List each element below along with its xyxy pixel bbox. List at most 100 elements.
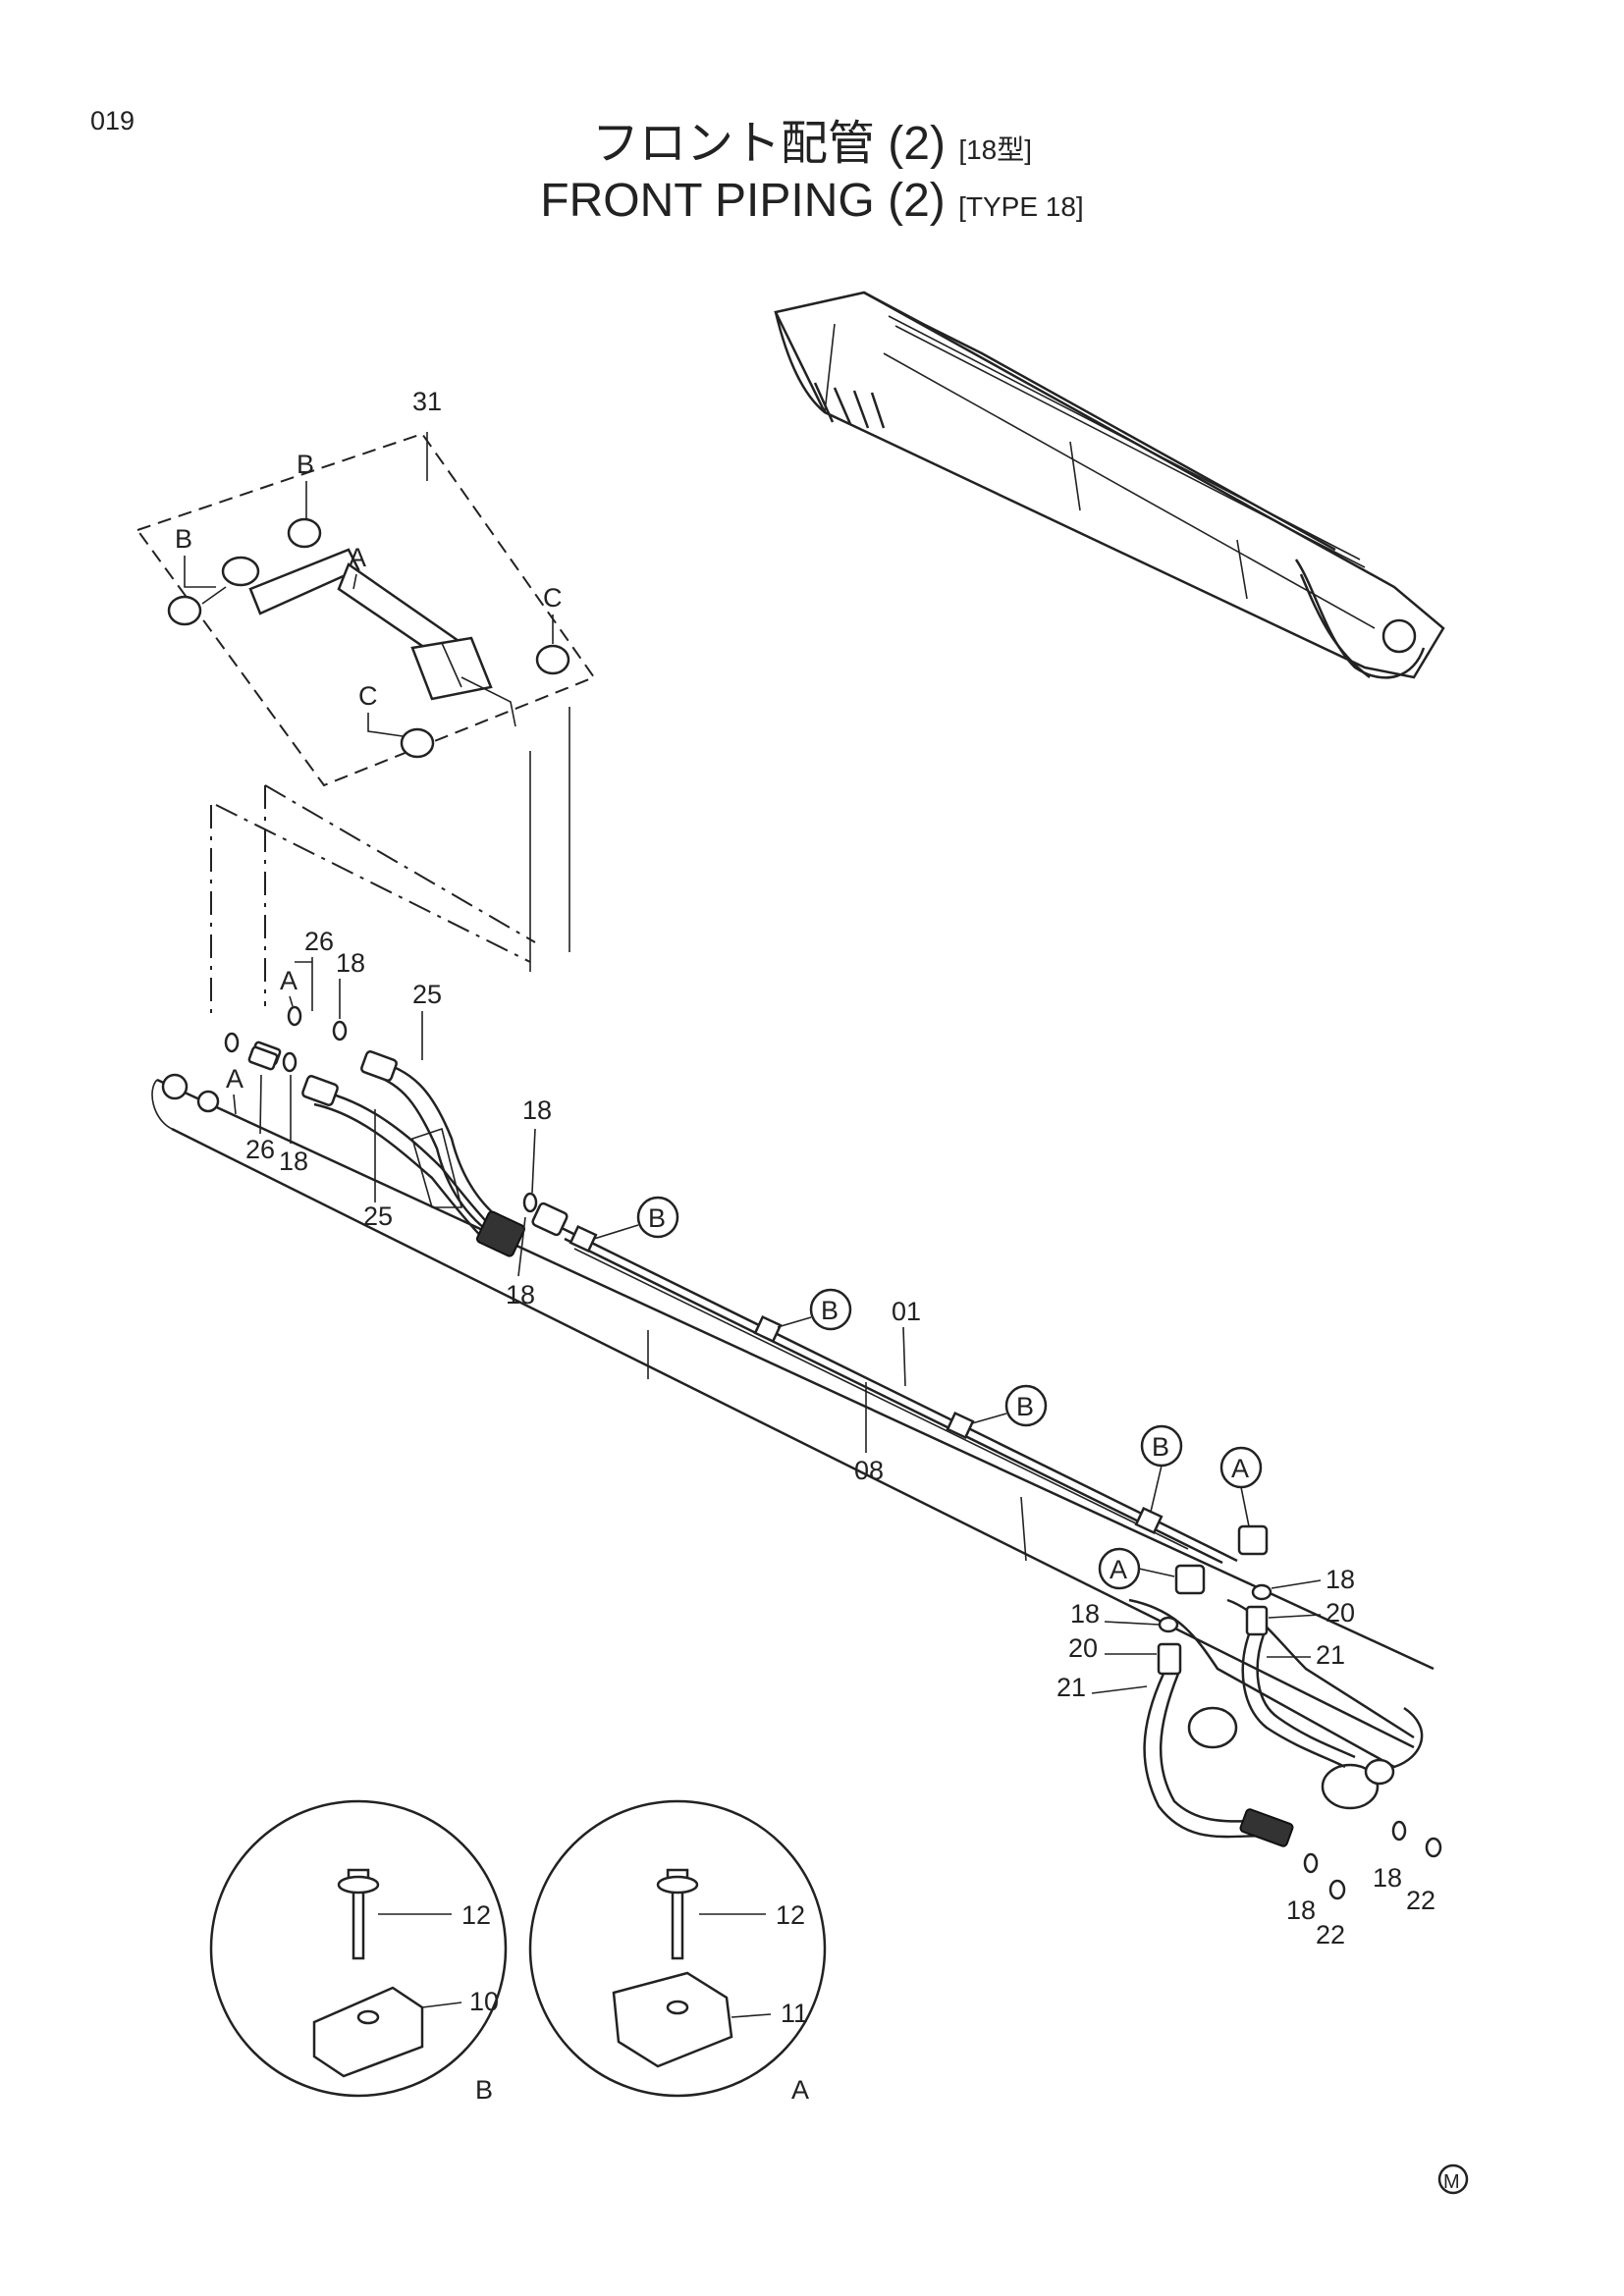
callout-18-mid-bottom: 18 — [506, 1280, 535, 1309]
callout-22-loose-1: 22 — [1316, 1920, 1345, 1949]
callout-18-loose-2: 18 — [1373, 1863, 1402, 1893]
detail-view-b: 12 10 B — [209, 1799, 508, 2105]
pipe-fitting-rear — [531, 1201, 568, 1237]
bracket-pin — [1187, 1706, 1238, 1749]
oring-18-front-r — [1251, 1583, 1272, 1601]
detail-a-callout-11: 11 — [781, 1999, 808, 2028]
callout-26-lower: 26 — [245, 1135, 275, 1164]
cylinder-assembly-box: 31 B B A C C — [135, 387, 596, 1021]
svg-text:B: B — [1152, 1432, 1169, 1462]
circle-marker-a1: A — [1219, 1446, 1263, 1527]
svg-text:M: M — [1443, 2171, 1460, 2193]
ref-letter-c-lower: C — [358, 681, 378, 711]
clamp-a-left — [1174, 1564, 1206, 1595]
arm-rear-pin-2 — [196, 1090, 220, 1113]
title-english: FRONT PIPING (2) [TYPE 18] — [0, 173, 1624, 230]
bolt-washer-a — [656, 1875, 699, 1895]
clamp-10-hole — [356, 2009, 380, 2025]
detail-view-a: 12 11 A — [528, 1799, 827, 2105]
oring-18-lower — [282, 1051, 298, 1073]
title-en-text: FRONT PIPING (2) — [540, 175, 946, 227]
washer-22-loose-1 — [1328, 1879, 1346, 1900]
callout-18-upper: 18 — [336, 948, 365, 978]
detail-b-callout-10: 10 — [469, 1987, 499, 2016]
overview-pin — [1381, 618, 1417, 654]
pipe-clamp-b3 — [946, 1411, 975, 1440]
hose-fitting-lower — [301, 1075, 339, 1106]
svg-text:B: B — [1016, 1392, 1034, 1421]
callout-18-mid-top: 18 — [522, 1095, 552, 1125]
callout-18-front-r: 18 — [1326, 1565, 1355, 1594]
detail-a-letter: A — [791, 2075, 809, 2105]
callout-18-lower: 18 — [279, 1147, 308, 1176]
callout-21-front-r: 21 — [1316, 1640, 1345, 1670]
bushing-c-right — [535, 644, 570, 675]
clamp-10 — [312, 1986, 424, 2078]
svg-text:B: B — [648, 1203, 666, 1233]
circle-marker-a2: A — [1098, 1547, 1175, 1590]
circle-marker-b4: B — [1140, 1424, 1183, 1513]
washer-22-loose-2 — [1425, 1837, 1442, 1858]
clamp-11-hole — [666, 2000, 689, 2015]
bolt-washer-b — [337, 1875, 380, 1895]
oring-lower — [224, 1032, 240, 1053]
clamp-a-right — [1237, 1524, 1269, 1556]
title-en-type: [TYPE 18] — [958, 191, 1084, 222]
adapter-20-right — [1245, 1605, 1269, 1636]
callout-21-front-l: 21 — [1056, 1673, 1086, 1702]
callout-01: 01 — [892, 1297, 921, 1326]
callout-20-front-r: 20 — [1326, 1598, 1355, 1628]
oring-18-loose-2 — [1391, 1820, 1407, 1842]
svg-text:B: B — [821, 1296, 839, 1325]
callout-18-loose-1: 18 — [1286, 1896, 1316, 1925]
ref-letter-b-upper: B — [297, 450, 314, 479]
clamp-11 — [612, 1971, 733, 2068]
bushing-b-left — [167, 595, 202, 626]
callout-22-loose-2: 22 — [1406, 1886, 1435, 1915]
callout-18-front-l: 18 — [1070, 1599, 1100, 1629]
detail-a-callout-12: 12 — [776, 1900, 805, 1930]
callout-08: 08 — [854, 1456, 884, 1485]
callout-20-front-l: 20 — [1068, 1633, 1098, 1663]
oring-18-mid — [522, 1192, 538, 1213]
footer-m-mark: M — [1437, 2163, 1469, 2195]
oring-upper — [287, 1005, 302, 1027]
ref-letter-b-left: B — [175, 524, 192, 554]
detail-b-letter: B — [475, 2075, 493, 2105]
ref-letter-a-lower: A — [226, 1064, 244, 1094]
circle-marker-b2: B — [777, 1288, 852, 1331]
circle-marker-b1: B — [593, 1196, 679, 1240]
ref-letter-a-upper: A — [280, 966, 298, 995]
hose-fitting-upper — [360, 1050, 398, 1082]
label-assembly-31: 31 — [412, 387, 442, 416]
callout-25-upper: 25 — [412, 980, 442, 1009]
bushing-b-upper — [287, 517, 322, 549]
hose-joint-block — [476, 1210, 525, 1257]
oring-18-loose-1 — [1303, 1852, 1319, 1874]
callout-26-upper: 26 — [304, 927, 334, 956]
hose-end-fitting — [1239, 1808, 1294, 1847]
front-pin-small — [1364, 1758, 1395, 1786]
bushing-c-lower — [400, 727, 435, 759]
detail-b-callout-12: 12 — [461, 1900, 491, 1930]
arm-rear-pin — [161, 1073, 189, 1100]
arm-bucket-overview-drawing — [774, 291, 1445, 679]
arm-body-drawing — [151, 1005, 1442, 1900]
circle-marker-b3: B — [971, 1384, 1048, 1427]
pipe-clamp-b1 — [568, 1224, 598, 1254]
fitting-26-lower — [247, 1045, 279, 1071]
adapter-20-left — [1157, 1642, 1182, 1676]
callout-25-lower: 25 — [363, 1201, 393, 1231]
cylinder-end-eye — [221, 556, 260, 587]
callout-labels: 26 18 A 25 A 26 18 25 18 18 01 08 18 20 … — [226, 927, 1435, 1949]
pipe-clamp-b2 — [753, 1314, 783, 1344]
oring-18-upper — [332, 1020, 348, 1041]
front-pin — [1321, 1763, 1380, 1810]
ref-letter-c-right: C — [543, 583, 563, 613]
pipe-clamp-b4 — [1134, 1506, 1164, 1535]
svg-text:A: A — [1231, 1454, 1249, 1483]
oring-18-front-l — [1158, 1616, 1179, 1633]
ref-letter-a-cylinder: A — [349, 543, 366, 572]
title-jp-type: [18型] — [958, 134, 1033, 165]
